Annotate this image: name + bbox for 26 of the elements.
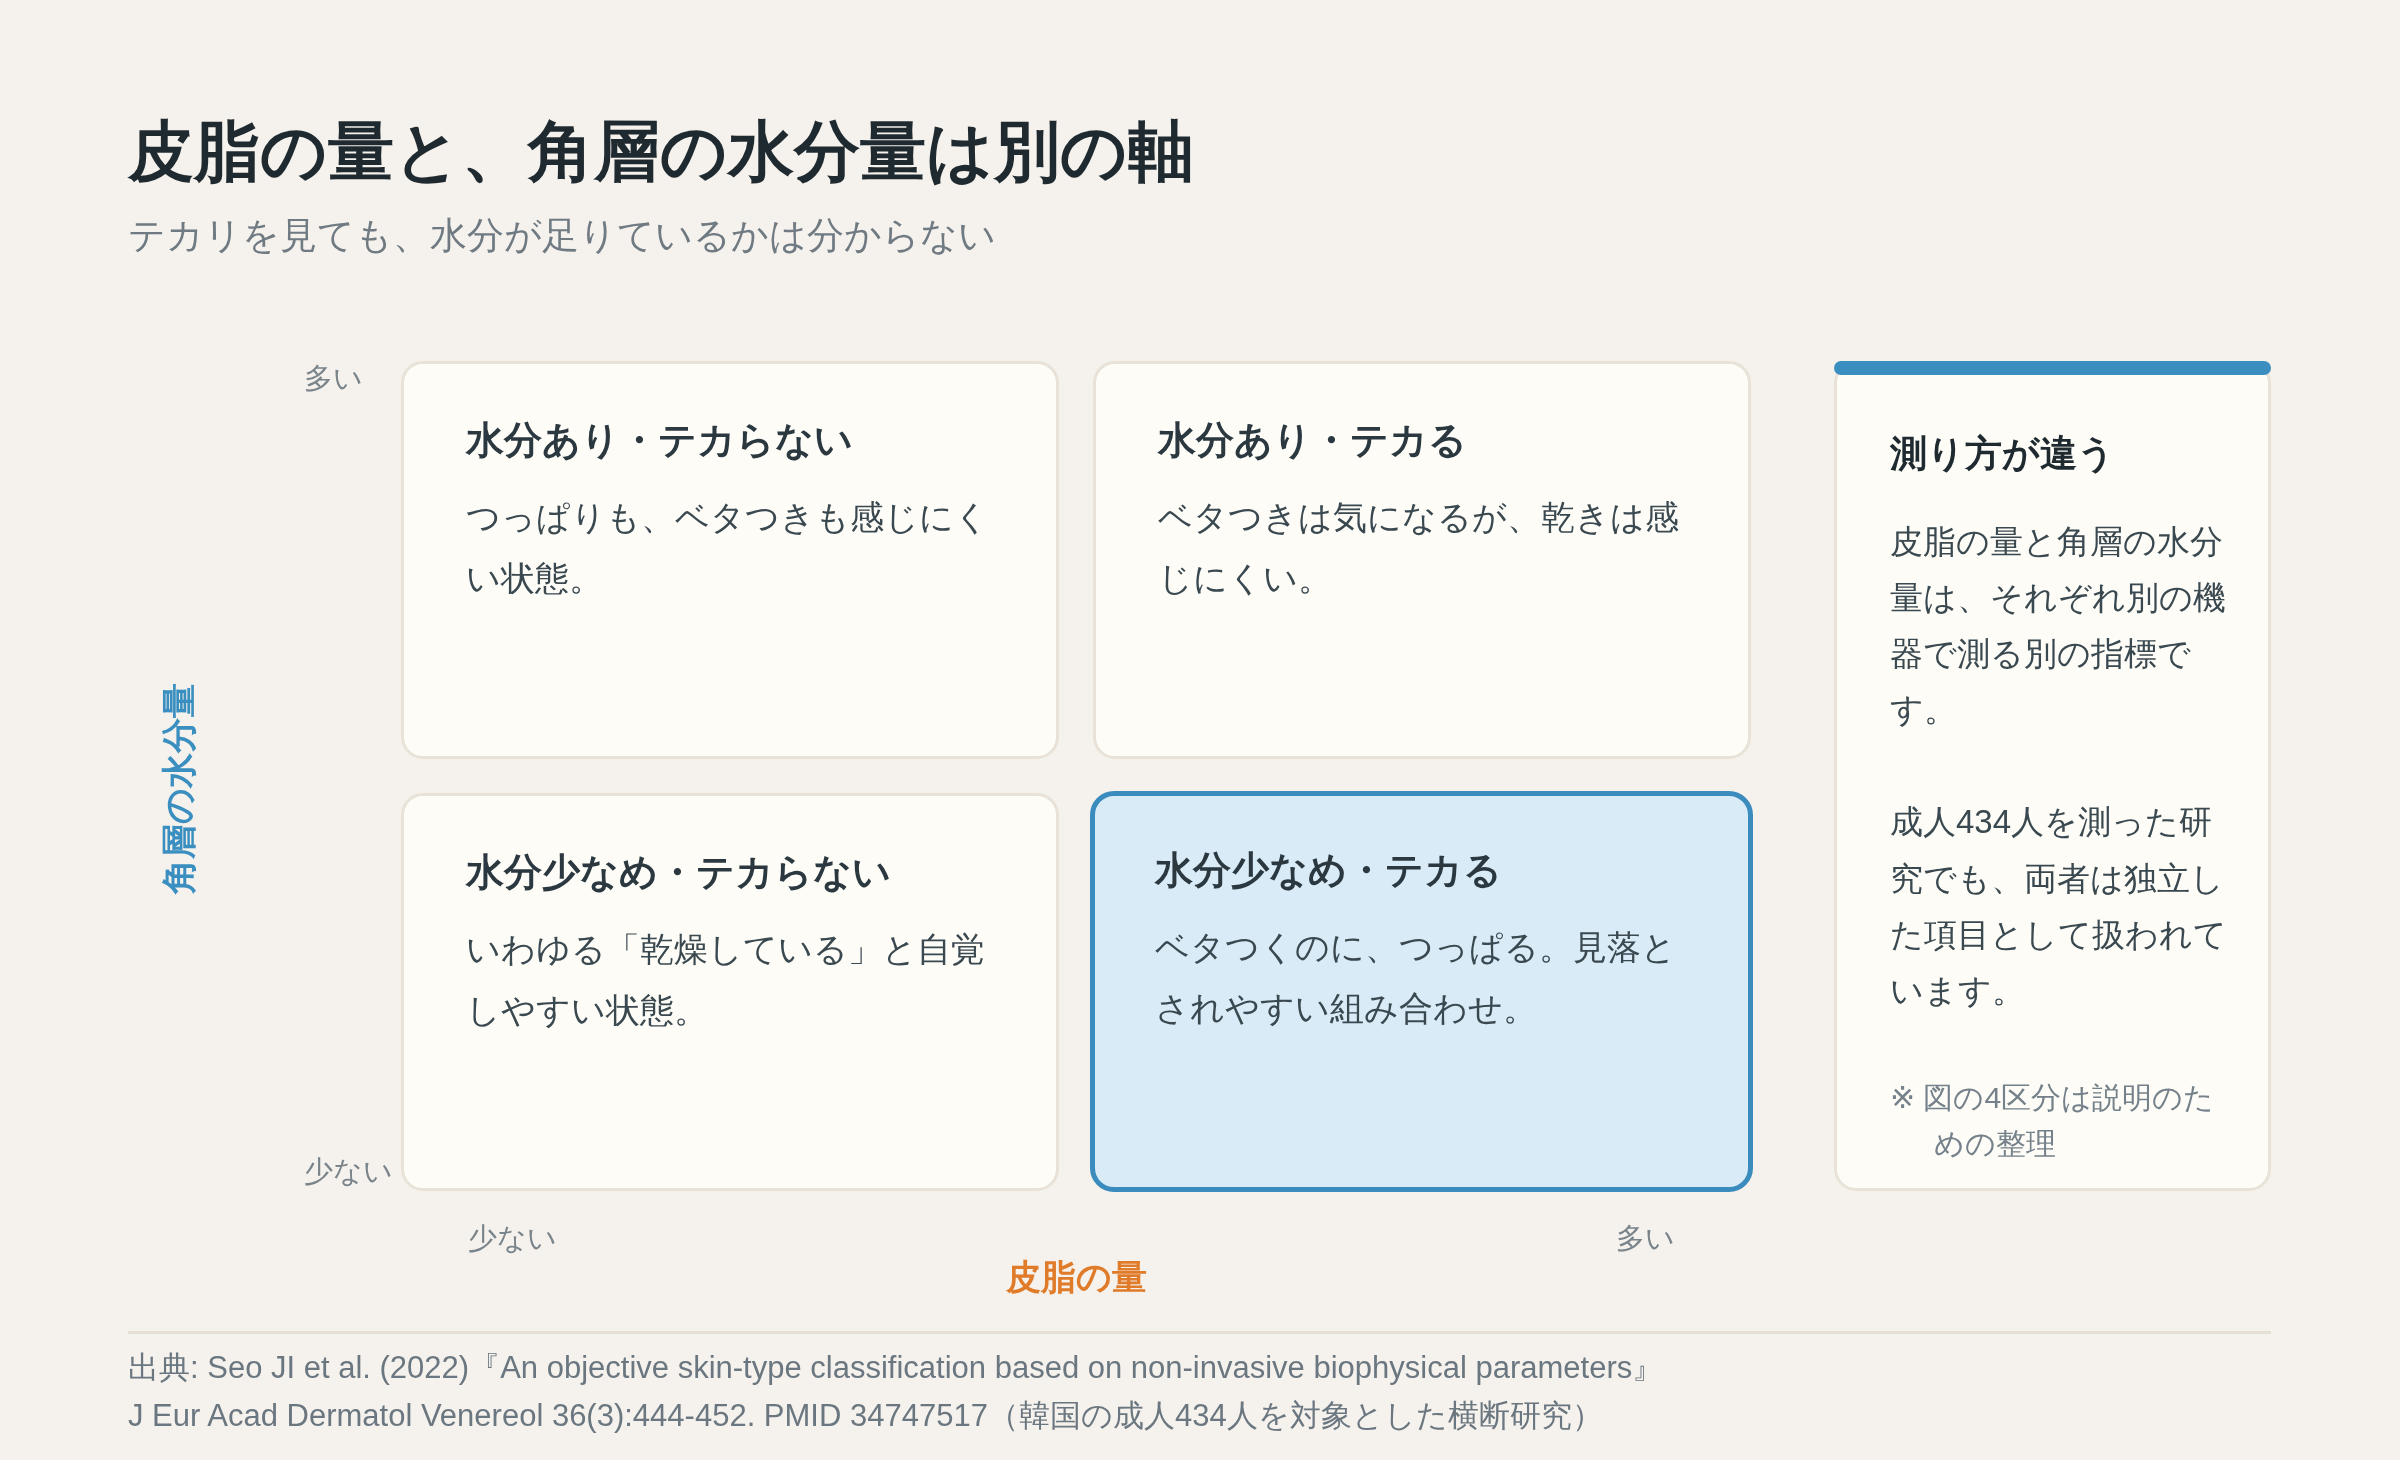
quadrant-card — [1090, 791, 1753, 1192]
axis-tick-label: 少ない — [467, 1220, 557, 1256]
quadrant-card — [1093, 361, 1751, 759]
title: 皮脂の量と、角層の水分量は別の軸 — [128, 113, 1194, 190]
info-panel — [1834, 361, 2271, 1191]
card-text: つっぱりも、ベタつきも感じにくい状態。 — [466, 497, 990, 599]
quadrant-card — [401, 361, 1059, 759]
card-heading: 水分あり・テカらない — [466, 418, 854, 463]
card-heading: 水分あり・テカる — [1158, 418, 1468, 463]
card-text: いわゆる「乾燥している」と自覚しやすい状態。 — [466, 929, 986, 1031]
card-text: 皮脂の量と角層の水分量は、それぞれ別の機器で測る別の指標です。 — [1890, 522, 2227, 731]
card-text: ベタつくのに、つっぱる。見落とされやすい組み合わせ。 — [1155, 927, 1677, 1029]
footnote-text: ※ 図の4区分は説明のための整理 — [1890, 1079, 2216, 1163]
axis-tick-label: 多い — [303, 360, 363, 396]
card-heading: 水分少なめ・テカらない — [466, 850, 892, 895]
quadrant-card — [401, 793, 1059, 1191]
axis-title: 皮脂の量 — [1005, 1256, 1147, 1298]
card-text: 成人434人を測った研究でも、両者は独立した項目として扱われています。 — [1890, 802, 2228, 1011]
card-text: ベタつきは気になるが、乾きは感じにくい。 — [1158, 497, 1680, 599]
card-heading: 水分少なめ・テカる — [1155, 848, 1503, 893]
card-heading: 測り方が違う — [1890, 432, 2116, 476]
axis-tick-label: 少ない — [303, 1153, 393, 1189]
axis-title: 角層の水分量 — [158, 682, 199, 894]
source-citation: 出典: Seo JI et al. (2022)『An objective skin-type classification based on non-invasive biophysical parameters』 J Eur Acad Dermatol Venereol 36(3):444-452. PMID 34747517（韓国の成人434人を対象とした横断研究） — [128, 1349, 1665, 1435]
axis-tick-label: 多い — [1615, 1220, 1675, 1256]
subtitle: テカリを見ても、水分が足りているかは分からない — [128, 214, 996, 258]
